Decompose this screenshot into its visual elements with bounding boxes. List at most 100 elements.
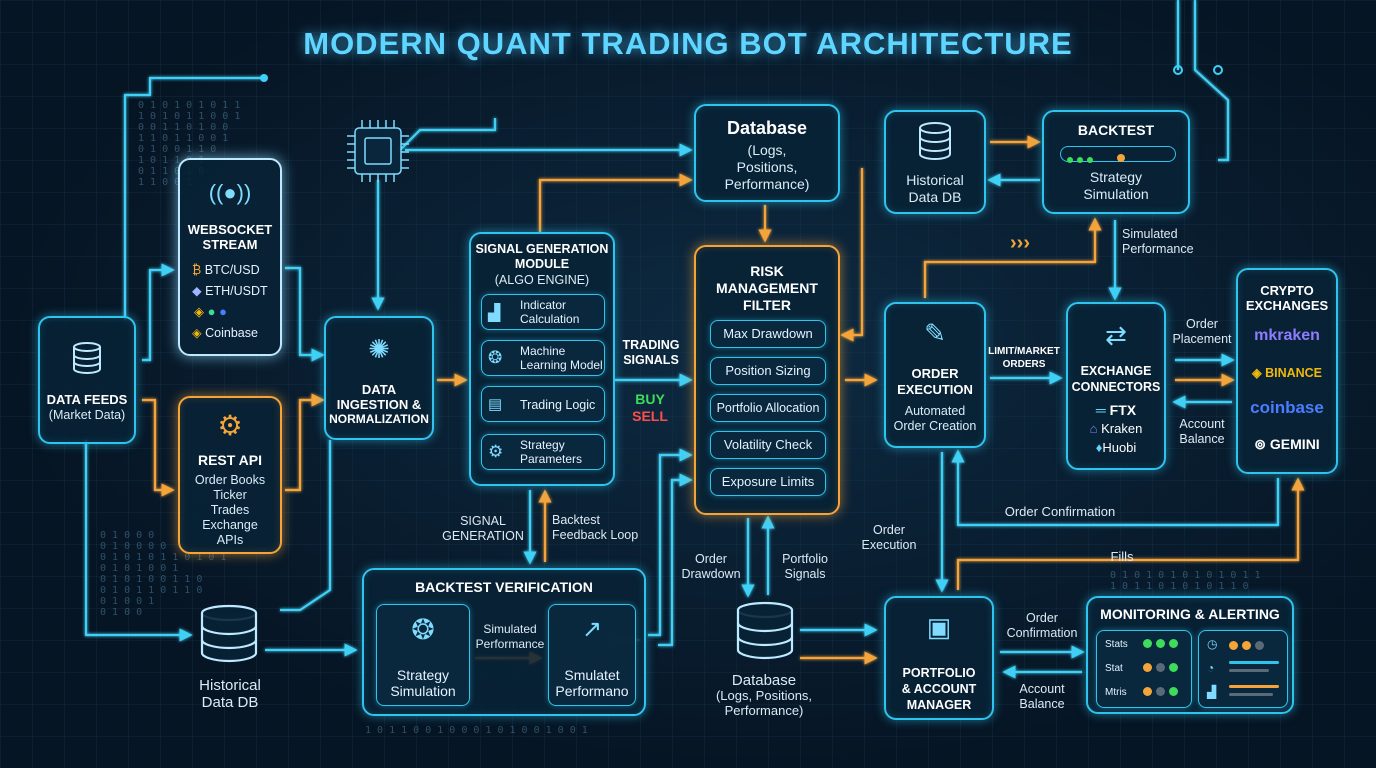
gear-icon: ⚙ (488, 442, 504, 461)
rest-api-line: Ticker (213, 488, 247, 502)
swap-arrows-icon: ⇄ (1105, 319, 1127, 350)
historical-db-right-line: Historical (906, 172, 964, 188)
exchange-connectors-title-1: EXCHANGE (1080, 364, 1152, 378)
signal-title-2: MODULE (514, 257, 570, 271)
max-drawdown-item[interactable]: Max Drawdown (710, 320, 826, 348)
websocket-stream-box[interactable]: ((●)) WEBSOCKET STREAM ₿ BTC/USD ◆ ETH/U… (178, 158, 282, 356)
backtest-box[interactable]: BACKTEST Strategy Simulation (1042, 110, 1190, 214)
ethereum-icon: ◆ (192, 284, 202, 298)
wallet-icon: ▣ (926, 611, 952, 642)
websocket-item: ◈ Coinbase (192, 326, 258, 340)
websocket-item: ◆ ETH/USDT (192, 284, 268, 298)
coinbase-logo: coinbase (1250, 398, 1324, 417)
chip-icon (347, 120, 409, 182)
risk-title-3: FILTER (743, 297, 791, 313)
strategy-parameters-item[interactable]: ⚙ Strategy Parameters (481, 434, 605, 470)
progress-marker (1117, 149, 1126, 162)
huobi-logo: ♦Huobi (1095, 440, 1137, 455)
buy-label: BUY (635, 391, 665, 407)
backtest-verification-title: BACKTEST VERIFICATION (415, 579, 593, 595)
order-confirmation-top-label: Order Confirmation (1004, 504, 1116, 519)
alerts-panel: ◷ ◔ ▟ (1198, 630, 1288, 708)
alert-dots (1229, 638, 1268, 653)
level-bar (1229, 661, 1279, 664)
database-top-line: Positions, (736, 159, 798, 175)
portfolio-manager-box[interactable]: ▣ PORTFOLIO & ACCOUNT MANAGER (884, 596, 994, 720)
stats-panel: Stats Stat Mtris (1096, 630, 1192, 708)
portfolio-title-1: PORTFOLIO (902, 666, 976, 680)
coinbase-icon: ● (219, 304, 227, 319)
level-bar (1229, 669, 1269, 672)
bar-chart-icon: ▟ (1207, 685, 1217, 699)
stats-row: Mtris (1105, 687, 1178, 698)
indicator-calculation-item[interactable]: ▟ Indicator Calculation (481, 294, 605, 330)
database-top-line: (Logs, (747, 142, 787, 158)
rest-api-box[interactable]: ⚙ REST API Order Books Ticker Trades Exc… (178, 396, 282, 554)
crypto-exchanges-title-1: CRYPTO (1260, 283, 1314, 298)
page-title: MODERN QUANT TRADING BOT ARCHITECTURE (303, 26, 1073, 61)
order-execution-title-2: EXECUTION (897, 382, 973, 397)
data-ingestion-box[interactable]: ✺ DATA INGESTION & NORMALIZATION (324, 316, 434, 440)
binance-icon: ◈ (192, 326, 202, 340)
rest-api-line: Exchange (202, 518, 258, 532)
backtest-verification-box[interactable]: BACKTEST VERIFICATION ❂ Strategy Simulat… (362, 568, 646, 716)
kraken-logo: ⌂ Kraken (1089, 421, 1143, 436)
database-bottom-icon (732, 600, 798, 662)
stats-row: Stat (1105, 663, 1178, 674)
monitoring-box[interactable]: MONITORING & ALERTING Stats Stat Mtris ◷… (1086, 596, 1294, 714)
crypto-exchanges-box[interactable]: CRYPTO EXCHANGES mkraken ◈ BINANCE coinb… (1236, 268, 1338, 474)
rest-api-line: Trades (210, 503, 250, 517)
database-icon (40, 338, 134, 378)
crypto-exchanges-title-2: EXCHANGES (1245, 298, 1329, 313)
clock-icon: ◷ (1207, 637, 1218, 651)
bitcoin-icon: ₿ (192, 263, 202, 277)
gemini-logo: ⊚ GEMINI (1254, 436, 1320, 452)
websocket-item: ₿ BTC/USD (192, 263, 260, 277)
websocket-title-2: STREAM (202, 237, 258, 252)
binary-decoration: 1 0 1 1 0 0 1 0 0 0 1 0 1 0 0 1 0 0 1 (365, 725, 588, 736)
stats-row: Stats (1105, 639, 1178, 650)
data-feeds-subtitle: (Market Data) (48, 408, 126, 422)
strategy-simulation-card[interactable]: ❂ Strategy Simulation (376, 604, 470, 706)
progress-bar (1060, 146, 1176, 163)
historical-db-right-line: Data DB (908, 189, 962, 205)
ingestion-title-3: NORMALIZATION (329, 412, 429, 426)
order-execution-box[interactable]: ✎ ORDER EXECUTION Automated Order Creati… (884, 302, 986, 448)
rest-api-line: APIs (216, 533, 244, 547)
historical-db-right-box[interactable]: Historical Data DB (884, 110, 986, 214)
level-bar (1229, 685, 1279, 688)
portfolio-title-2: & ACCOUNT (901, 682, 977, 696)
document-pen-icon: ✎ (924, 317, 946, 348)
machine-learning-item[interactable]: ❂ Machine Learning Model (481, 340, 605, 376)
exposure-limits-item[interactable]: Exposure Limits (710, 468, 826, 496)
database-top-box[interactable]: Database (Logs, Positions, Performance) (694, 104, 840, 202)
trading-logic-item[interactable]: ▤ Trading Logic (481, 386, 605, 422)
rest-api-title: REST API (197, 452, 263, 468)
risk-management-box[interactable]: RISK MANAGEMENT FILTER Max Drawdown Posi… (694, 245, 840, 515)
exchange-connectors-box[interactable]: ⇄ EXCHANGE CONNECTORS ═ FTX ⌂ Kraken ♦Hu… (1066, 302, 1166, 470)
c-logo-icon: ● (207, 304, 216, 319)
backtest-title: BACKTEST (1077, 122, 1155, 138)
simulated-performance-card[interactable]: ↗ Smulatet Performano (548, 604, 636, 706)
risk-title-2: MANAGEMENT (716, 280, 818, 296)
portfolio-allocation-item[interactable]: Portfolio Allocation (710, 394, 826, 422)
order-execution-line: Order Creation (893, 419, 977, 433)
volatility-check-item[interactable]: Volatility Check (710, 431, 826, 459)
signal-generation-box[interactable]: SIGNAL GENERATION MODULE (ALGO ENGINE) ▟… (469, 232, 615, 486)
data-feeds-box[interactable]: DATA FEEDS (Market Data) (38, 316, 136, 444)
position-sizing-item[interactable]: Position Sizing (710, 357, 826, 385)
sell-label: SELL (632, 408, 668, 424)
